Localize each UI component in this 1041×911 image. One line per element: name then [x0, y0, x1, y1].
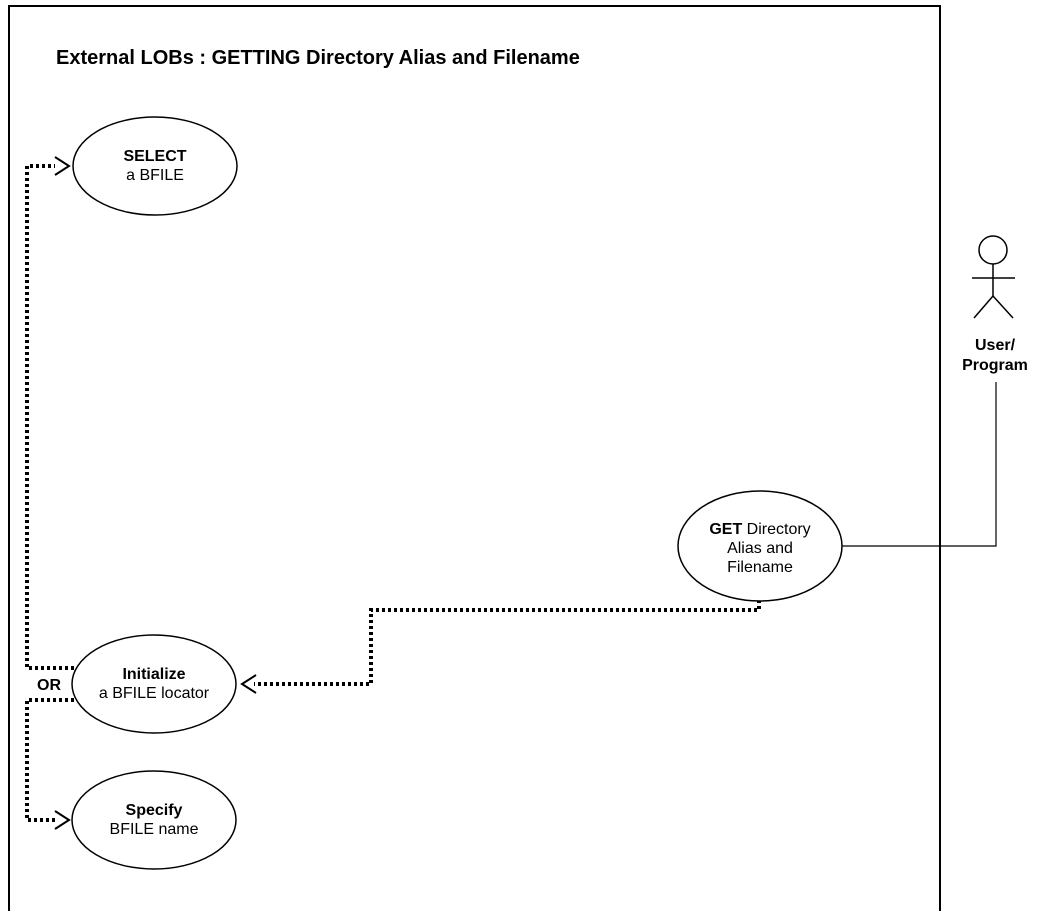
use-case-specify-text: BFILE name — [110, 821, 199, 838]
use-case-specify: Specify BFILE name — [71, 770, 237, 870]
diagram-title: External LOBs : GETTING Directory Alias … — [56, 47, 580, 69]
use-case-specify-ellipse — [71, 770, 237, 870]
actor-label-line2: Program — [962, 357, 1028, 374]
use-case-get-ellipse — [677, 490, 843, 602]
use-case-get-keyword: GET — [709, 521, 742, 538]
use-case-select: SELECT a BFILE — [72, 116, 238, 216]
use-case-specify-keyword: Specify — [126, 802, 183, 819]
use-case-initialize: Initialize a BFILE locator — [71, 634, 237, 734]
use-case-get-line1: GET Directory — [709, 521, 810, 538]
use-case-get-line2: Alias and — [727, 540, 793, 557]
use-case-initialize-text: a BFILE locator — [99, 685, 210, 702]
connector-initialize-to-specify — [25, 698, 74, 822]
use-case-initialize-keyword: Initialize — [122, 666, 185, 683]
or-label: OR — [37, 677, 61, 694]
use-case-get-line1-rest: Directory — [742, 521, 810, 538]
association-actor-to-get — [842, 382, 997, 547]
system-boundary — [8, 5, 941, 911]
arrowhead-select — [54, 156, 71, 176]
use-case-get-line3: Filename — [727, 559, 793, 576]
connector-initialize-to-select — [25, 164, 74, 670]
actor-left-leg — [973, 295, 994, 319]
use-case-select-text: a BFILE — [126, 167, 184, 184]
use-case-select-ellipse — [72, 116, 238, 216]
arrowhead-initialize — [240, 674, 257, 694]
actor-right-leg — [992, 295, 1014, 319]
actor-label-line1: User/ — [975, 337, 1016, 354]
actor-head — [978, 235, 1008, 265]
use-case-get: GET Directory Alias and Filename — [677, 490, 843, 602]
arrowhead-specify — [54, 810, 71, 830]
use-case-initialize-ellipse — [71, 634, 237, 734]
connector-get-to-initialize — [254, 600, 761, 686]
use-case-select-keyword: SELECT — [123, 148, 186, 165]
actor-user-program: User/ Program — [962, 235, 1028, 374]
